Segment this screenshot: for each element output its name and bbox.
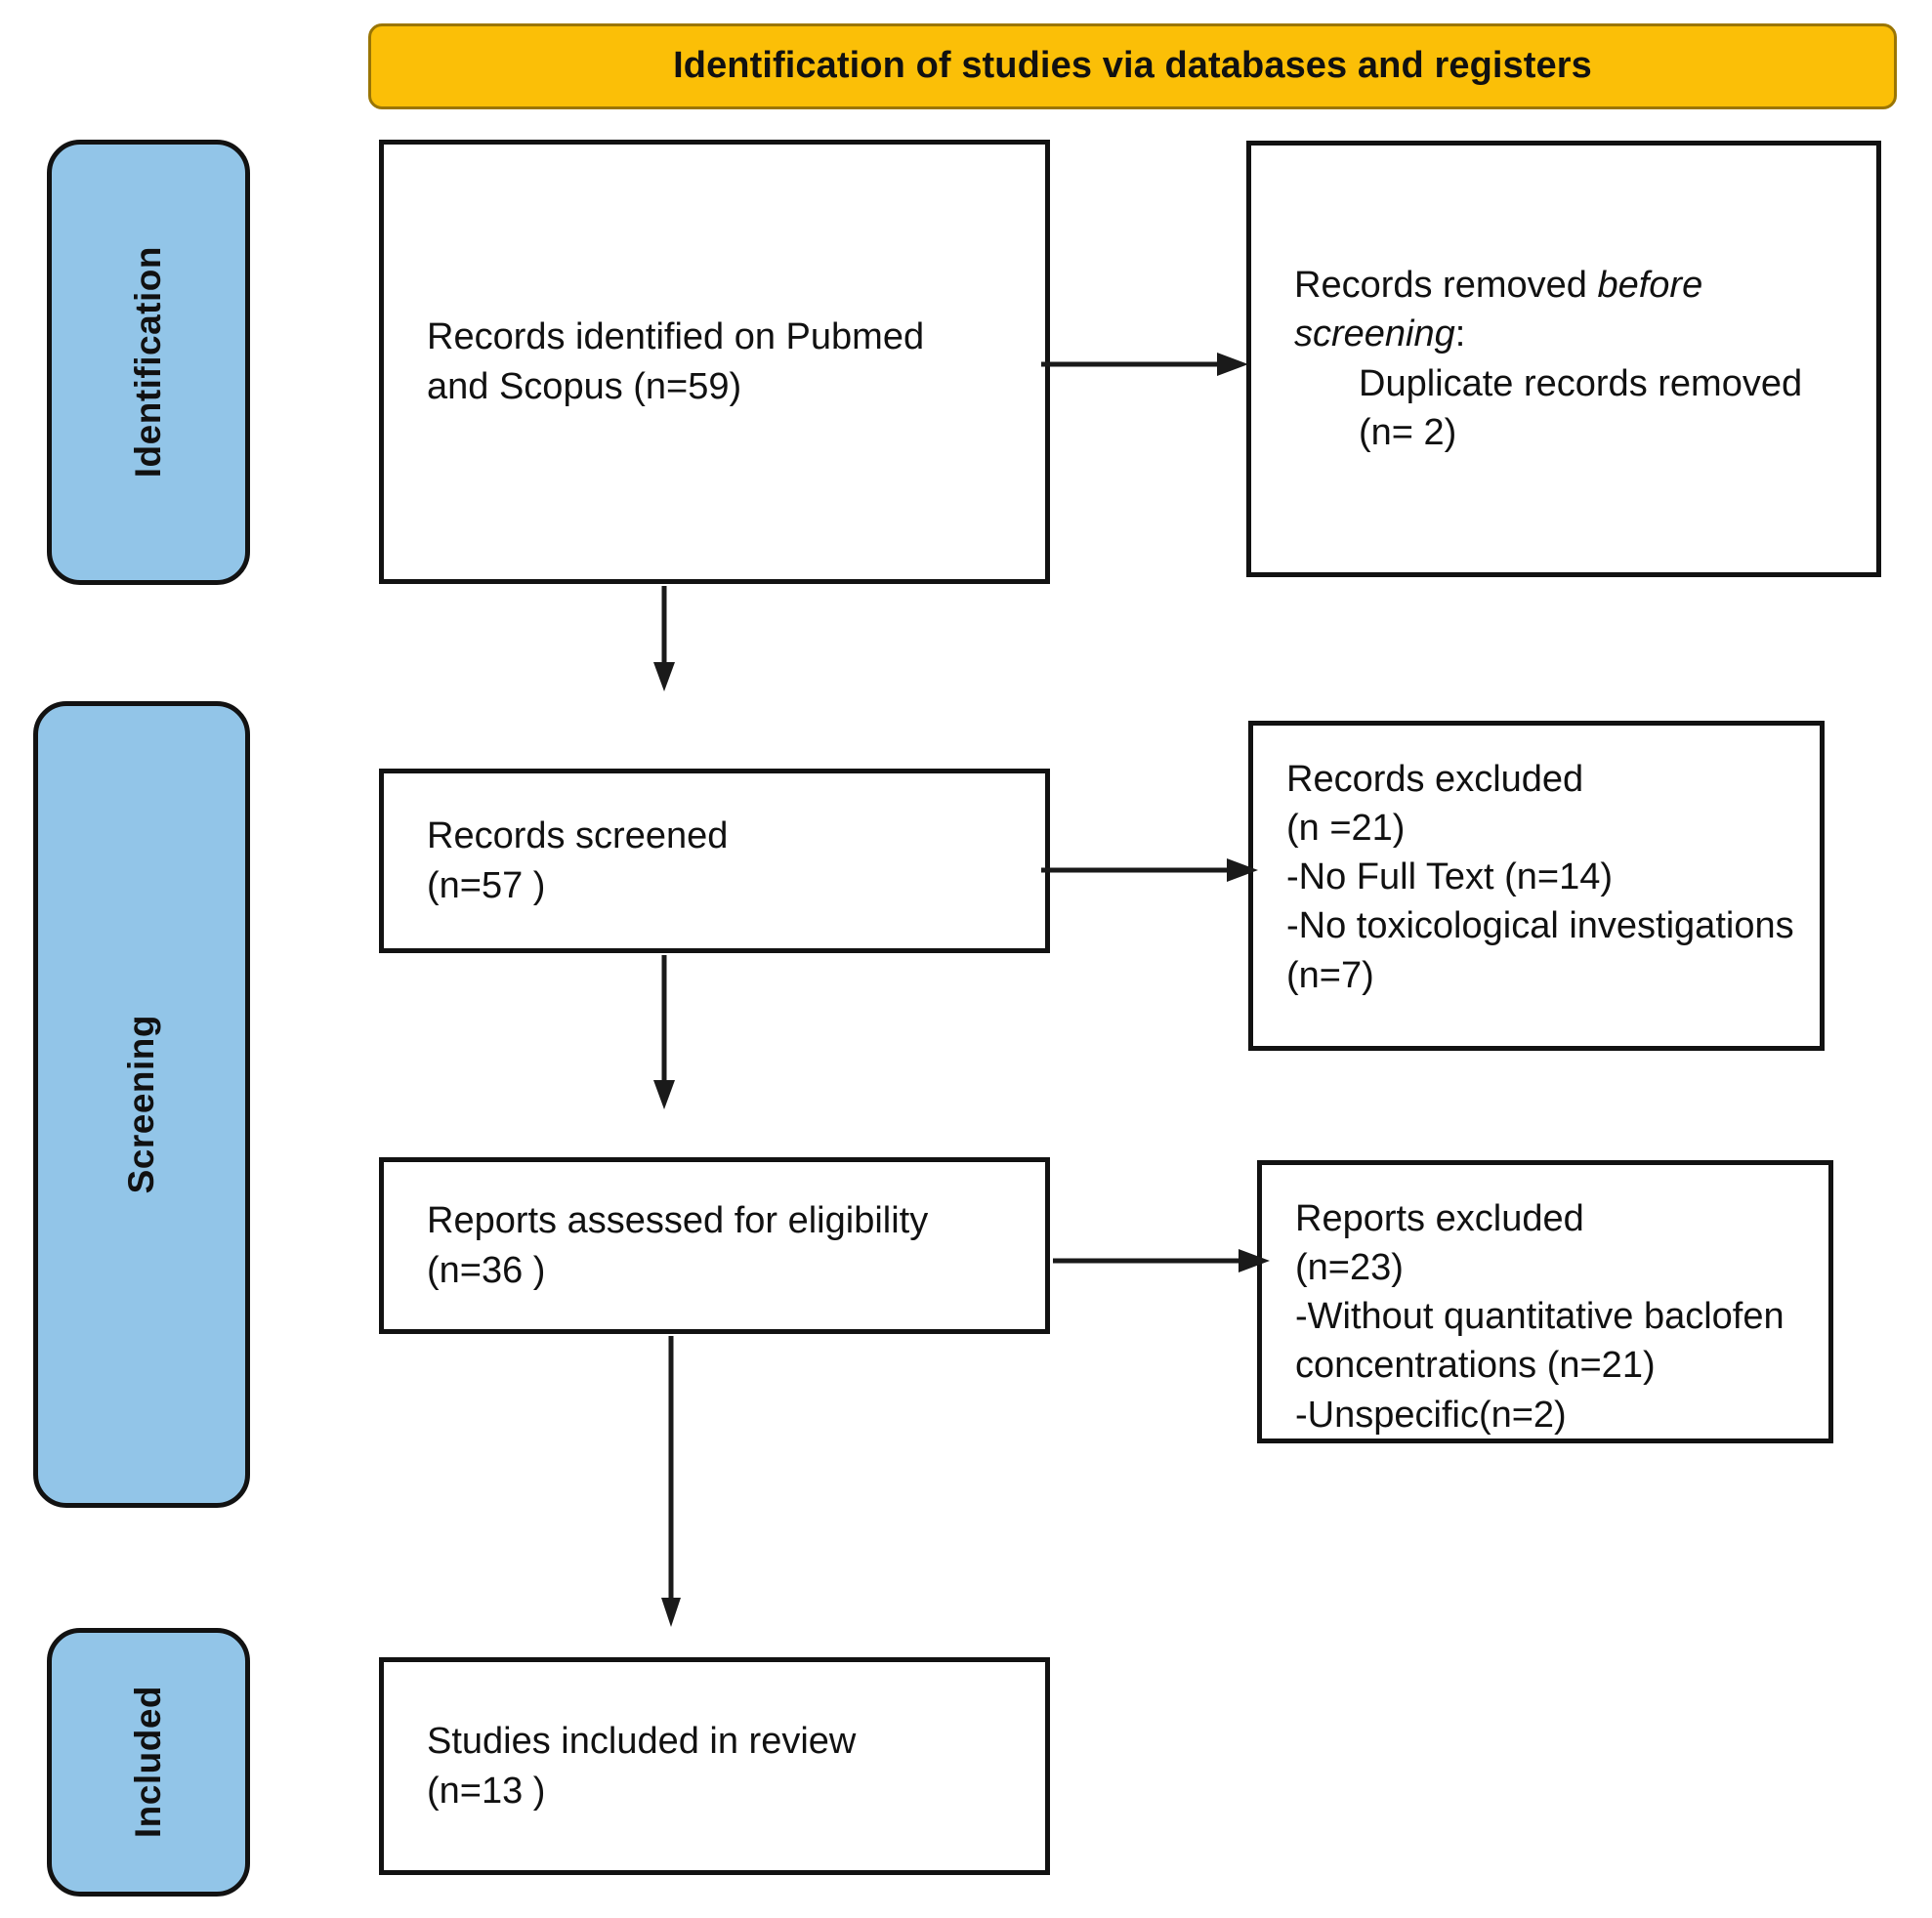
records-excluded-line3: -No Full Text (n=14) [1286,856,1614,898]
box-records-removed: Records removed before screening: Duplic… [1246,141,1881,577]
records-removed-line1-pre: Records removed [1294,265,1598,307]
reports-excluded-line4: concentrations (n=21) [1295,1345,1656,1387]
box-reports-excluded-text: Reports excluded (n=23) -Without quantit… [1262,1165,1828,1439]
reports-excluded-line3: -Without quantitative baclofen [1295,1296,1785,1338]
reports-eligibility-line1: Reports assessed for eligibility [427,1200,929,1242]
box-records-screened-text: Records screened (n=57 ) [384,812,1045,909]
records-identified-line1: Records identified on Pubmed [427,316,925,358]
box-records-removed-text: Records removed before screening: Duplic… [1251,261,1876,457]
box-records-excluded: Records excluded (n =21) -No Full Text (… [1248,721,1825,1051]
records-excluded-line5: (n=7) [1286,954,1374,996]
records-removed-line2-italic: screening [1294,313,1455,355]
reports-excluded-line2: (n=23) [1295,1247,1404,1289]
reports-eligibility-line2: (n=36 ) [427,1249,546,1291]
box-reports-eligibility: Reports assessed for eligibility (n=36 ) [379,1157,1050,1334]
box-reports-excluded: Reports excluded (n=23) -Without quantit… [1257,1160,1833,1443]
box-studies-included: Studies included in review (n=13 ) [379,1657,1050,1875]
stage-label-identification: Identification [128,246,168,479]
right-arrow-icon-identified-to-removed [1041,342,1251,387]
records-identified-line2: and Scopus (n=59) [427,365,742,407]
stage-label-screening: Screening [121,1015,161,1194]
records-excluded-line1: Records excluded [1286,759,1584,800]
down-arrow-icon-identification-to-screening [645,586,684,693]
records-screened-line2: (n=57 ) [427,864,546,906]
records-removed-line1-italic: before [1597,265,1703,307]
stage-pill-screening: Screening [33,701,250,1508]
box-records-identified-text: Records identified on Pubmed and Scopus … [384,313,1045,410]
box-records-excluded-text: Records excluded (n =21) -No Full Text (… [1253,726,1820,1000]
box-reports-eligibility-text: Reports assessed for eligibility (n=36 ) [384,1196,1045,1294]
records-removed-line3: Duplicate records removed [1359,362,1803,404]
box-records-screened: Records screened (n=57 ) [379,769,1050,953]
down-arrow-icon-eligibility-to-included [651,1336,691,1629]
right-arrow-icon-screened-to-excluded [1041,848,1261,893]
records-removed-line2-post: : [1454,313,1466,355]
reports-excluded-line1: Reports excluded [1295,1198,1584,1239]
down-arrow-icon-screening-to-eligibility [645,955,684,1111]
box-studies-included-text: Studies included in review (n=13 ) [384,1717,1045,1814]
studies-included-line1: Studies included in review [427,1721,857,1763]
header-banner: Identification of studies via databases … [368,23,1897,109]
reports-excluded-line5: -Unspecific(n=2) [1295,1394,1567,1436]
header-title: Identification of studies via databases … [673,45,1592,87]
right-arrow-icon-eligibility-to-excluded [1053,1238,1273,1283]
stage-label-included: Included [128,1686,168,1839]
records-removed-line4: (n= 2) [1359,411,1457,453]
records-excluded-line4: -No toxicological investigations [1286,905,1794,947]
studies-included-line2: (n=13 ) [427,1770,546,1812]
records-excluded-line2: (n =21) [1286,808,1406,850]
box-records-identified: Records identified on Pubmed and Scopus … [379,140,1050,584]
records-screened-line1: Records screened [427,815,729,857]
stage-pill-identification: Identification [47,140,250,585]
stage-pill-included: Included [47,1628,250,1897]
